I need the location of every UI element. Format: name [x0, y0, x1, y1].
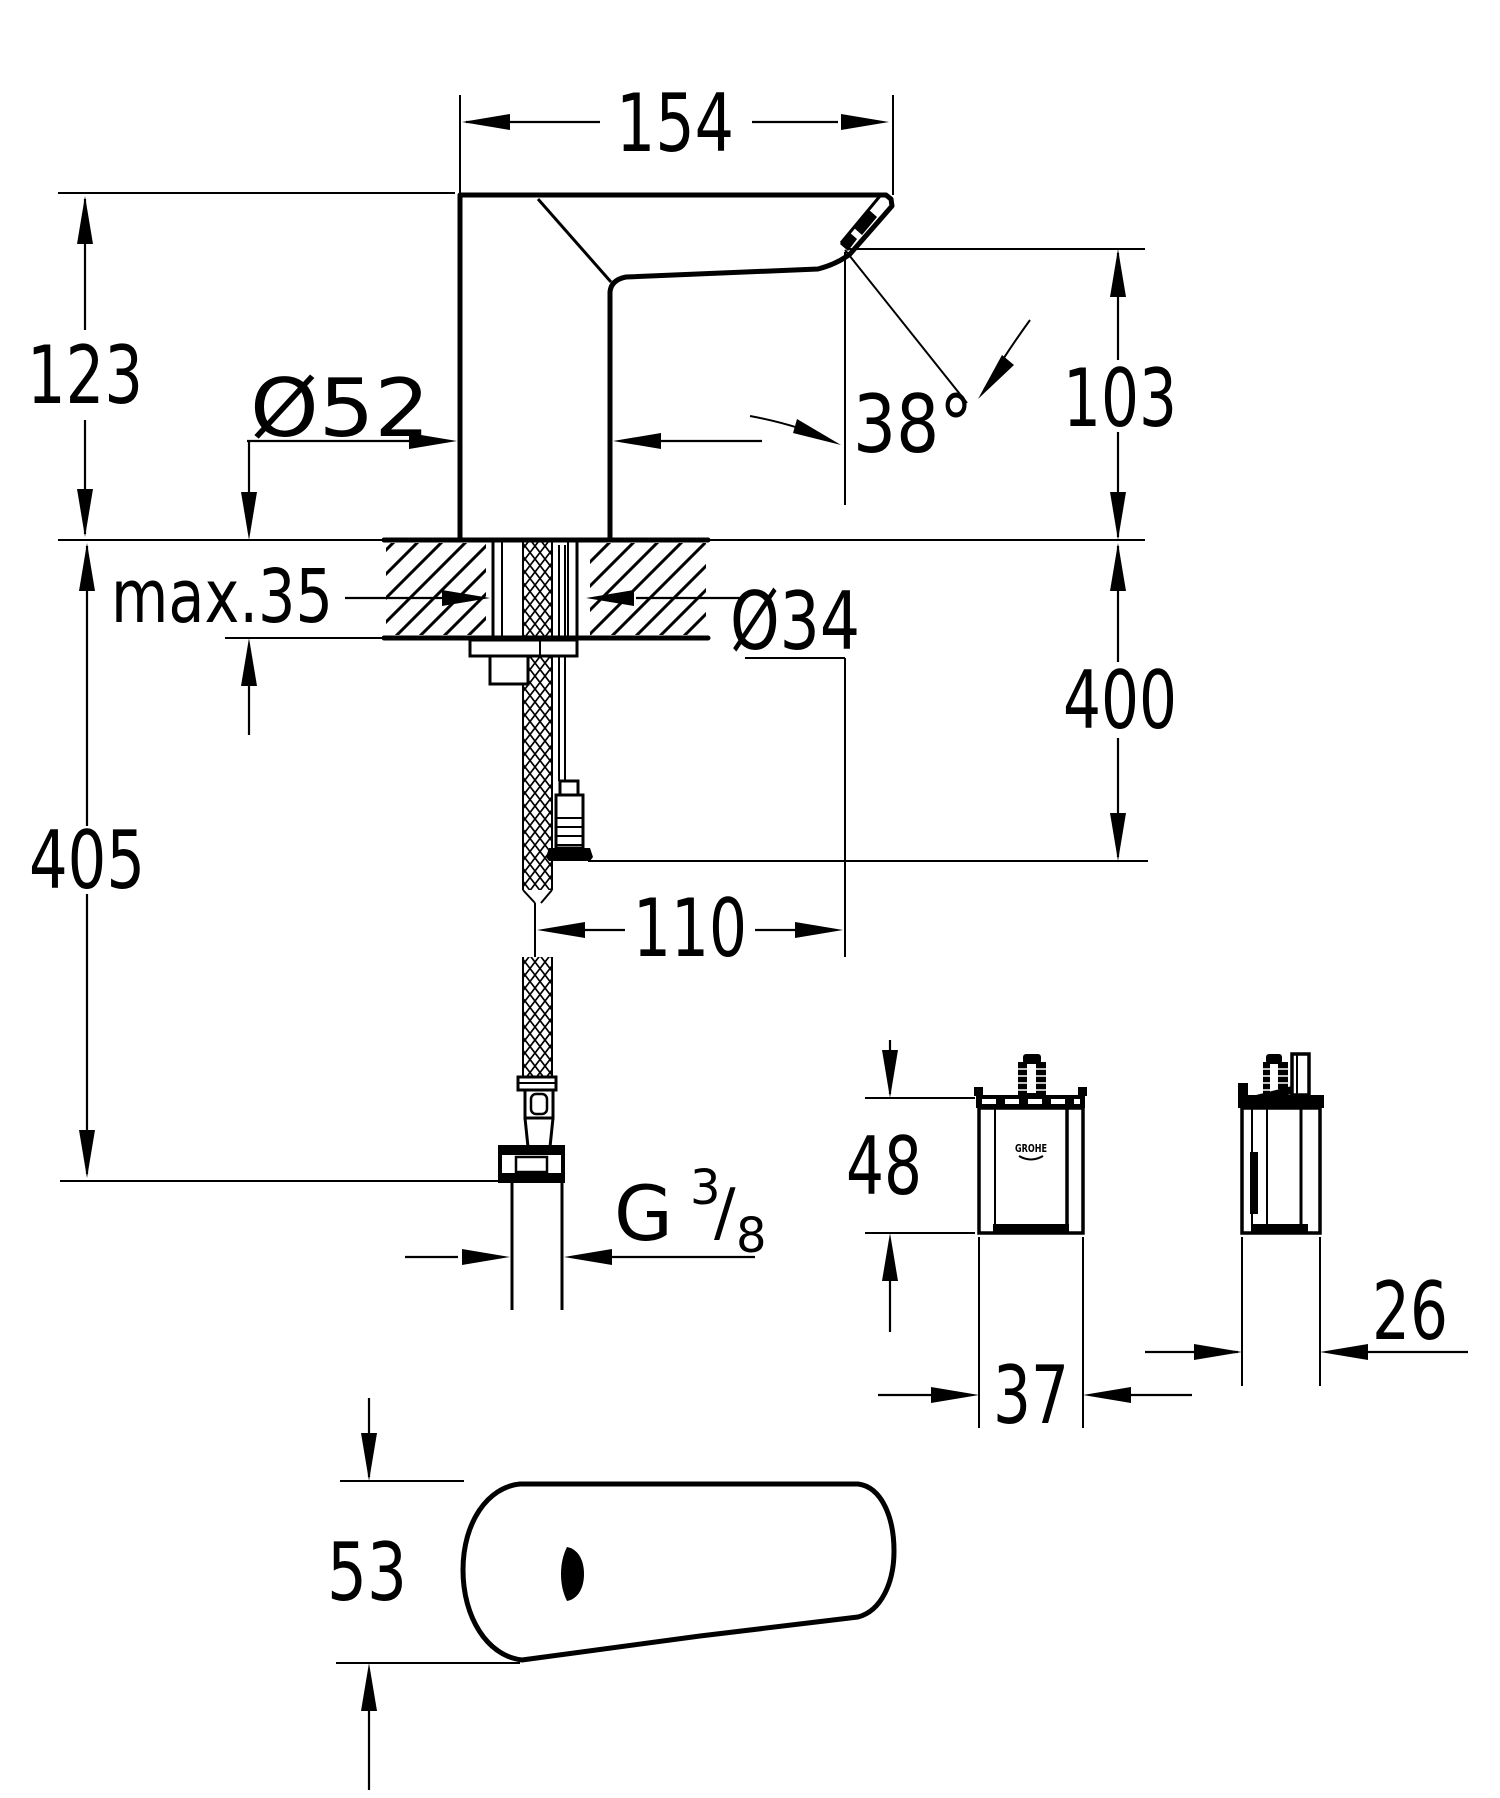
dim-53-spout-width: 53: [327, 1398, 520, 1790]
extension-lines-154: [459, 95, 894, 195]
dim-38deg-spout-angle: 38°: [749, 249, 1031, 505]
dim-label-154: 154: [616, 77, 734, 170]
dim-max35-deck-thickness: max.35: [111, 554, 333, 735]
dim-label-38deg: 38°: [853, 378, 973, 471]
front-view-faucet: 154 123 Ø52: [27, 77, 1177, 1310]
grohe-logo: GROHE: [1015, 1142, 1047, 1161]
deck-hatch-right: [590, 543, 706, 635]
dim-label-123: 123: [27, 329, 143, 422]
faucet-outline: [457, 192, 895, 543]
aerator-face: [839, 195, 882, 251]
dim-103-outlet-height: 103: [1063, 249, 1177, 540]
dim-o52-base-diameter: Ø52: [241, 362, 762, 540]
sensor-cable-plug: [546, 779, 593, 861]
sensor-cable: [558, 545, 566, 781]
mounting-plate-side: [1290, 1052, 1311, 1097]
spout-top-outline: [460, 1481, 897, 1663]
grohe-logo-text: GROHE: [1015, 1142, 1047, 1155]
mounting-hardware: [468, 638, 579, 686]
dim-label-110: 110: [633, 882, 747, 975]
dim-label-26: 26: [1372, 1265, 1448, 1358]
dim-label-400: 400: [1063, 654, 1177, 747]
supply-hose-lower: [498, 957, 565, 1310]
dim-label-max35: max.35: [111, 554, 333, 640]
deck-hatch-left: [386, 543, 486, 635]
dim-g38-thread: G 3 / 8: [405, 1160, 767, 1265]
hose-nipple-side: [1256, 1054, 1298, 1101]
dim-400-cable-drop: 400: [588, 543, 1177, 862]
top-view-spout: 53: [327, 1398, 897, 1790]
control-box-side-view: 26: [1145, 1052, 1468, 1386]
dim-label-53: 53: [327, 1526, 407, 1619]
dim-26-box-depth: 26: [1145, 1237, 1468, 1386]
dim-405-hose-drop: 405: [29, 543, 498, 1182]
dim-110-offset: 110: [534, 882, 843, 975]
hose-nipple-front: [1018, 1054, 1046, 1095]
angle-slant-line: [844, 249, 968, 404]
thread-label: G 3 / 8: [614, 1160, 767, 1264]
dim-label-37: 37: [993, 1349, 1069, 1442]
dim-37-box-width: 37: [878, 1237, 1192, 1442]
dim-label-405: 405: [29, 814, 145, 907]
mounting-shank: [491, 540, 579, 638]
supply-hose-upper: [522, 540, 553, 904]
dim-label-48: 48: [846, 1120, 922, 1213]
dim-123-height: 123: [27, 196, 143, 537]
dim-154-spout-reach: 154: [462, 77, 889, 170]
sensor-window-dot: [561, 1547, 584, 1601]
dim-label-o34: Ø34: [730, 575, 860, 668]
dim-o34-hole-diameter: Ø34: [345, 575, 860, 957]
dim-label-103: 103: [1063, 352, 1177, 445]
dim-label-o52: Ø52: [250, 362, 430, 455]
connection-pipe: [510, 1181, 564, 1310]
faucet-taper-edge: [536, 198, 613, 283]
dim-48-box-height: 48: [846, 1040, 975, 1332]
control-box-front-view: GROHE 48 37: [846, 1040, 1192, 1442]
